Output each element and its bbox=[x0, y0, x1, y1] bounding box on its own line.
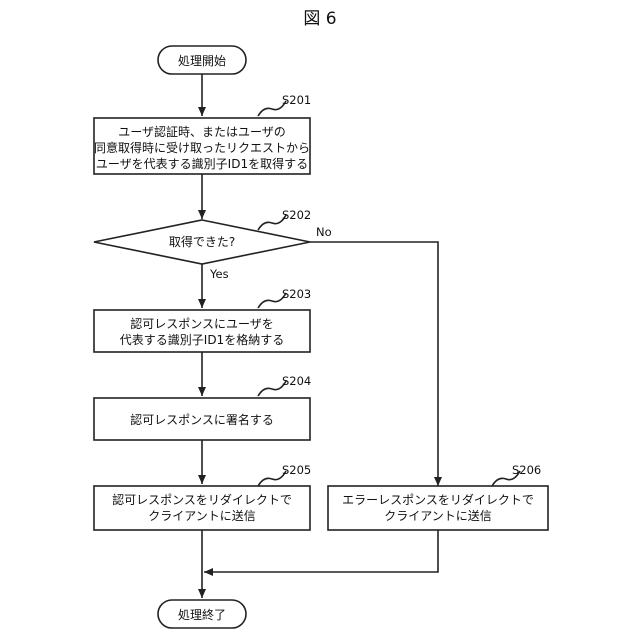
s201-line-2: 同意取得時に受け取ったリクエストから bbox=[94, 140, 310, 155]
s205-line-1: 認可レスポンスをリダイレクトで bbox=[112, 492, 292, 507]
end-label: 処理終了 bbox=[178, 607, 226, 622]
s204-label: 認可レスポンスに署名する bbox=[130, 412, 274, 427]
decision-s202: S202 取得できた? No Yes bbox=[94, 208, 332, 281]
arrow-s206-merge bbox=[204, 530, 438, 572]
s201-line-3: ユーザを代表する識別子ID1を取得する bbox=[96, 156, 308, 171]
figure-title: 図 6 bbox=[303, 9, 336, 29]
step-id-s206: S206 bbox=[512, 463, 541, 477]
branch-label-yes: Yes bbox=[209, 267, 229, 281]
step-id-s201: S201 bbox=[282, 93, 311, 107]
step-id-s204: S204 bbox=[282, 374, 311, 388]
s206-line-1: エラーレスポンスをリダイレクトで bbox=[342, 492, 534, 507]
arrow-no-s206 bbox=[310, 242, 438, 486]
s203-line-1: 認可レスポンスにユーザを bbox=[130, 316, 274, 331]
step-id-s205: S205 bbox=[282, 463, 311, 477]
branch-label-no: No bbox=[316, 225, 332, 239]
end-terminal: 処理終了 bbox=[158, 600, 246, 628]
s201-line-1: ユーザ認証時、またはユーザの bbox=[118, 124, 286, 139]
s203-line-2: 代表する識別子ID1を格納する bbox=[120, 332, 284, 347]
step-id-s202: S202 bbox=[282, 208, 311, 222]
s205-line-2: クライアントに送信 bbox=[148, 508, 256, 523]
start-terminal: 処理開始 bbox=[158, 46, 246, 74]
start-label: 処理開始 bbox=[178, 54, 226, 68]
step-id-s203: S203 bbox=[282, 287, 311, 301]
s206-line-2: クライアントに送信 bbox=[384, 508, 492, 523]
decision-s202-label: 取得できた? bbox=[169, 234, 235, 249]
